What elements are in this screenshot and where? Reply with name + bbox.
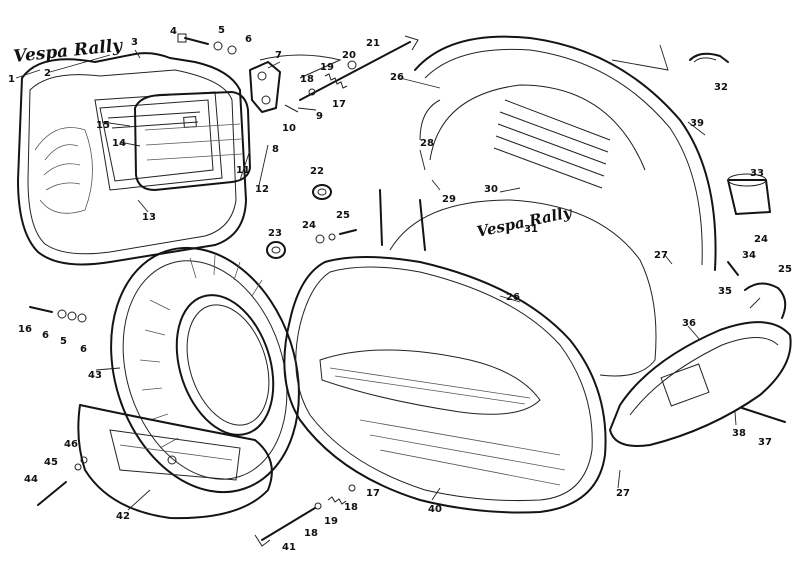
- callout-7: 7: [275, 50, 282, 61]
- wheel-cover-guard: [77, 404, 273, 520]
- callout-34: 34: [742, 250, 756, 261]
- callout-23: 23: [268, 228, 282, 239]
- callout-leader-lines: [15, 44, 761, 511]
- callout-19a: 19: [320, 62, 334, 73]
- callout-13: 13: [142, 212, 156, 223]
- callout-27b: 27: [616, 488, 630, 499]
- callout-6a: 6: [245, 34, 252, 45]
- left-side-panel: [17, 52, 247, 266]
- callout-3: 3: [131, 37, 138, 48]
- callout-9: 9: [316, 111, 323, 122]
- retaining-clip: [689, 52, 729, 63]
- rear-mudguard-frame: [414, 35, 717, 271]
- callout-39: 39: [690, 118, 704, 129]
- callout-6b: 6: [42, 330, 49, 341]
- callout-21: 21: [366, 38, 380, 49]
- callout-16: 16: [18, 324, 32, 335]
- callout-32: 32: [714, 82, 728, 93]
- callout-11: 11: [236, 165, 250, 176]
- callout-27a: 27: [654, 250, 668, 261]
- body-shell-outline: [259, 54, 657, 377]
- callout-30: 30: [484, 184, 498, 195]
- bolt-washers-top: [177, 33, 237, 55]
- callout-17a: 17: [332, 99, 346, 110]
- callout-25b: 25: [778, 264, 792, 275]
- callout-18c: 18: [304, 528, 318, 539]
- callout-46: 46: [64, 439, 78, 450]
- callout-40: 40: [428, 504, 442, 515]
- callout-22: 22: [310, 166, 324, 177]
- callout-26a: 26: [390, 72, 404, 83]
- callout-36: 36: [682, 318, 696, 329]
- callout-1: 1: [8, 74, 15, 85]
- callout-5a: 5: [218, 25, 225, 36]
- rubber-bush-22: [312, 184, 332, 200]
- callout-17b: 17: [366, 488, 380, 499]
- callout-2: 2: [44, 68, 51, 79]
- callout-35: 35: [718, 286, 732, 297]
- callout-38: 38: [732, 428, 746, 439]
- vespa-rally-badge-left: Vespa Rally: [12, 36, 124, 67]
- callout-31: 31: [524, 224, 538, 235]
- callout-19b: 19: [324, 516, 338, 527]
- vespa-rally-badge-right: Vespa Rally: [475, 203, 574, 241]
- callout-5b: 5: [60, 336, 67, 347]
- callout-28: 28: [420, 138, 434, 149]
- callout-12: 12: [255, 184, 269, 195]
- callout-45: 45: [44, 457, 58, 468]
- spring-rod-assembly: [284, 35, 419, 113]
- callout-26b: 26: [506, 292, 520, 303]
- hinge-bracket: [249, 61, 281, 113]
- callout-numbers: 1 2 3 4 5 6 7 8 9 10 11 12 13 14 15 16 6…: [8, 25, 792, 553]
- callout-15: 15: [96, 120, 110, 131]
- callout-10: 10: [282, 123, 296, 134]
- callout-25a: 25: [336, 210, 350, 221]
- glovebox-lid: [134, 91, 251, 191]
- callout-8: 8: [272, 144, 279, 155]
- callout-24a: 24: [302, 220, 316, 231]
- callout-18a: 18: [300, 74, 314, 85]
- engine-cowl-right: [283, 256, 607, 514]
- callout-14: 14: [112, 138, 126, 149]
- rear-tyre: [110, 246, 300, 494]
- callout-42: 42: [116, 511, 130, 522]
- callout-6c: 6: [80, 344, 87, 355]
- callout-33: 33: [750, 168, 764, 179]
- callout-18b: 18: [344, 502, 358, 513]
- callout-43: 43: [88, 370, 102, 381]
- exhaust-silencer: [609, 261, 792, 447]
- callout-20: 20: [342, 50, 356, 61]
- air-filter-cylinder: [727, 173, 771, 215]
- bolt-16: [29, 306, 87, 323]
- callout-4: 4: [170, 26, 177, 37]
- rod-41: [254, 484, 356, 547]
- callout-41: 41: [282, 542, 296, 553]
- callout-29: 29: [442, 194, 456, 205]
- stud-nut-24-25: [315, 189, 426, 251]
- callout-44: 44: [24, 474, 38, 485]
- callout-37: 37: [758, 437, 772, 448]
- callout-24b: 24: [754, 234, 768, 245]
- bolt-44: [37, 456, 88, 506]
- rubber-bush-23: [266, 241, 286, 259]
